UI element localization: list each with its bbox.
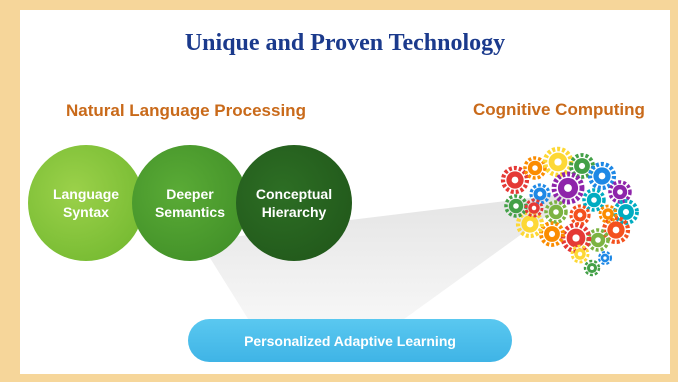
page-title: Unique and Proven Technology (184, 30, 506, 56)
gear-hole (598, 172, 606, 180)
gear-hole (622, 208, 630, 216)
gear-hole (532, 165, 538, 171)
gear-hole (554, 158, 562, 166)
gear-shape (582, 188, 606, 212)
nlp-heading: Natural Language Processing (66, 101, 306, 120)
gear-hole (548, 230, 556, 238)
gear-shape (551, 171, 585, 205)
gear-shape (587, 161, 617, 191)
gear-shape (523, 156, 547, 180)
gear-hole (513, 203, 519, 209)
diagram-panel: Unique and Proven Technology Natural Lan… (20, 10, 670, 374)
gear-shape (539, 221, 565, 247)
funnel-shape (200, 192, 580, 322)
gear-hole (578, 162, 586, 170)
gear-hole (605, 211, 611, 217)
gear-hole (572, 234, 580, 242)
gear-hole (577, 212, 583, 218)
gear-hole (537, 191, 543, 197)
gear-hole (564, 184, 572, 192)
gear-brain-icon (500, 146, 639, 277)
gear-hole (590, 266, 594, 270)
personalized-learning-pill: Personalized Adaptive Learning (188, 319, 512, 362)
gear-hole (617, 189, 623, 195)
gear-shape (529, 183, 551, 205)
gear-shape (569, 204, 591, 226)
gear-hole (591, 197, 597, 203)
gear-hole (553, 209, 559, 215)
gear-hole (577, 251, 583, 257)
gear-shape (598, 204, 618, 224)
funnel-layer (200, 146, 639, 322)
gear-hole (511, 176, 519, 184)
gear-hole (612, 226, 620, 234)
gear-hole (603, 256, 607, 260)
gear-shape (524, 198, 544, 218)
gear-shape (544, 200, 568, 224)
gear-hole (526, 220, 534, 228)
circle-conceptual-hierarchy: Conceptual Hierarchy (236, 145, 352, 261)
gear-hole (531, 205, 537, 211)
gear-shape (500, 165, 530, 195)
gear-hole (595, 237, 601, 243)
cognitive-heading: Cognitive Computing (473, 100, 645, 119)
circle-deeper-semantics: Deeper Semantics (132, 145, 248, 261)
circle-language-syntax: Language Syntax (28, 145, 144, 261)
gear-shape (570, 244, 590, 264)
gear-shape (583, 259, 601, 277)
gear-shape (597, 250, 613, 266)
